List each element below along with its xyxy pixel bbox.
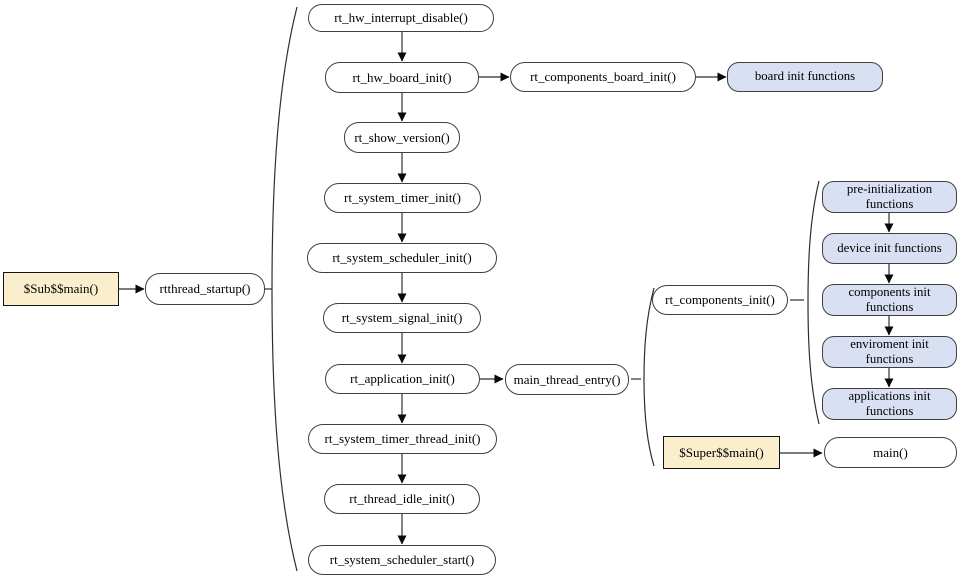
node-rt-system-scheduler-start: rt_system_scheduler_start() bbox=[308, 545, 496, 575]
node-rt-system-timer-init: rt_system_timer_init() bbox=[324, 183, 481, 213]
node-rt-thread-idle-init: rt_thread_idle_init() bbox=[324, 484, 480, 514]
grouping-braces bbox=[265, 6, 820, 572]
node-rt-system-scheduler-init: rt_system_scheduler_init() bbox=[307, 243, 497, 273]
node-rt-system-timer-thread-init: rt_system_timer_thread_init() bbox=[308, 424, 497, 454]
node-sub-main: $Sub$$main() bbox=[3, 272, 119, 306]
node-main-thread-entry: main_thread_entry() bbox=[505, 364, 629, 395]
node-rt-components-init: rt_components_init() bbox=[652, 285, 788, 315]
node-rt-hw-interrupt-disable: rt_hw_interrupt_disable() bbox=[308, 4, 494, 32]
node-rt-show-version: rt_show_version() bbox=[344, 122, 460, 153]
flow-arrows bbox=[119, 32, 894, 545]
node-rt-components-board-init: rt_components_board_init() bbox=[510, 62, 696, 92]
node-super-main: $Super$$main() bbox=[663, 436, 780, 469]
node-components-init-functions: components init functions bbox=[822, 284, 957, 316]
node-pre-initialization-functions: pre-initialization functions bbox=[822, 181, 957, 213]
node-main: main() bbox=[824, 437, 957, 468]
node-device-init-functions: device init functions bbox=[822, 233, 957, 264]
node-rt-system-signal-init: rt_system_signal_init() bbox=[323, 303, 481, 333]
node-applications-init-functions: applications init functions bbox=[822, 388, 957, 420]
node-enviroment-init-functions: enviroment init functions bbox=[822, 336, 957, 368]
node-rtthread-startup: rtthread_startup() bbox=[145, 273, 265, 305]
node-rt-hw-board-init: rt_hw_board_init() bbox=[325, 62, 479, 93]
node-rt-application-init: rt_application_init() bbox=[325, 364, 480, 394]
node-board-init-functions: board init functions bbox=[727, 62, 883, 92]
